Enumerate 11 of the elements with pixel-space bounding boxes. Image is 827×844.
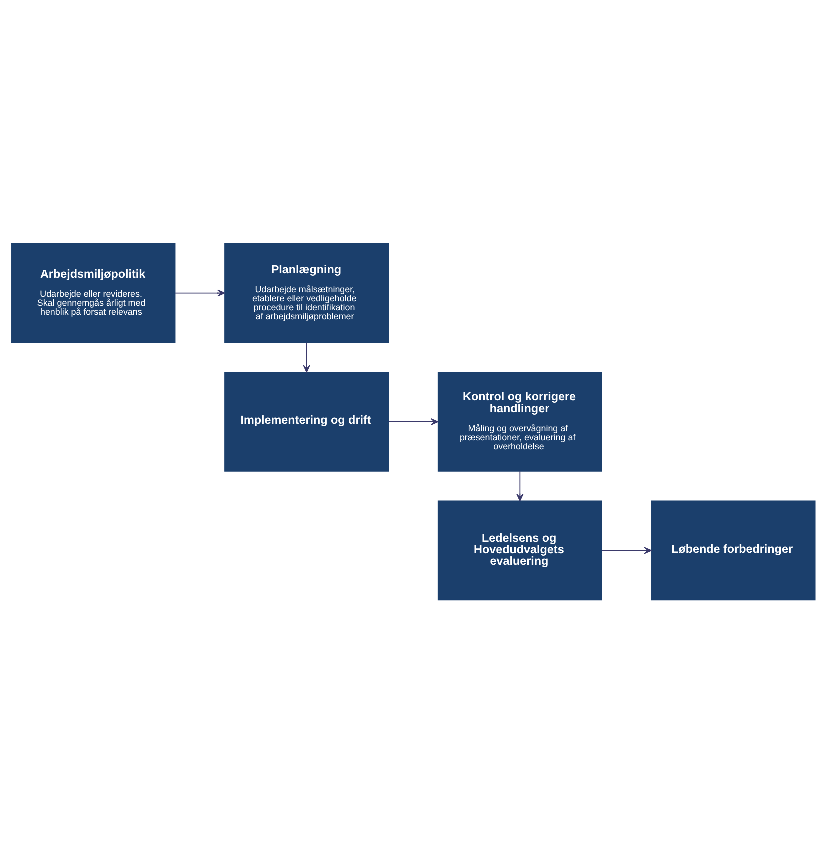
arrow — [388, 418, 439, 426]
arrow — [516, 471, 524, 502]
node-box: Kontrol og korrigere handlinger Måling og overvågning af præsentationer, evaluering af overholdelse — [438, 372, 602, 472]
arrow — [602, 547, 652, 554]
node-box: Arbejdsmiljøpolitik Udarbejde eller revideres. Skal gennemgås årligt med henblik på forsat relevans — [11, 243, 176, 344]
node-box: Implementering og drift — [224, 372, 390, 472]
arrow — [175, 290, 226, 297]
node-box: Ledelsens og Hovedudvalgets evaluering — [438, 500, 602, 601]
node-box: Planlægning Udarbejde målsætninger, etablere eller vedligeholde procedure til identifikation af arbejdsmiljøproblemer — [224, 243, 390, 344]
node-box: Løbende forbedringer — [651, 500, 816, 601]
arrow — [303, 342, 310, 373]
